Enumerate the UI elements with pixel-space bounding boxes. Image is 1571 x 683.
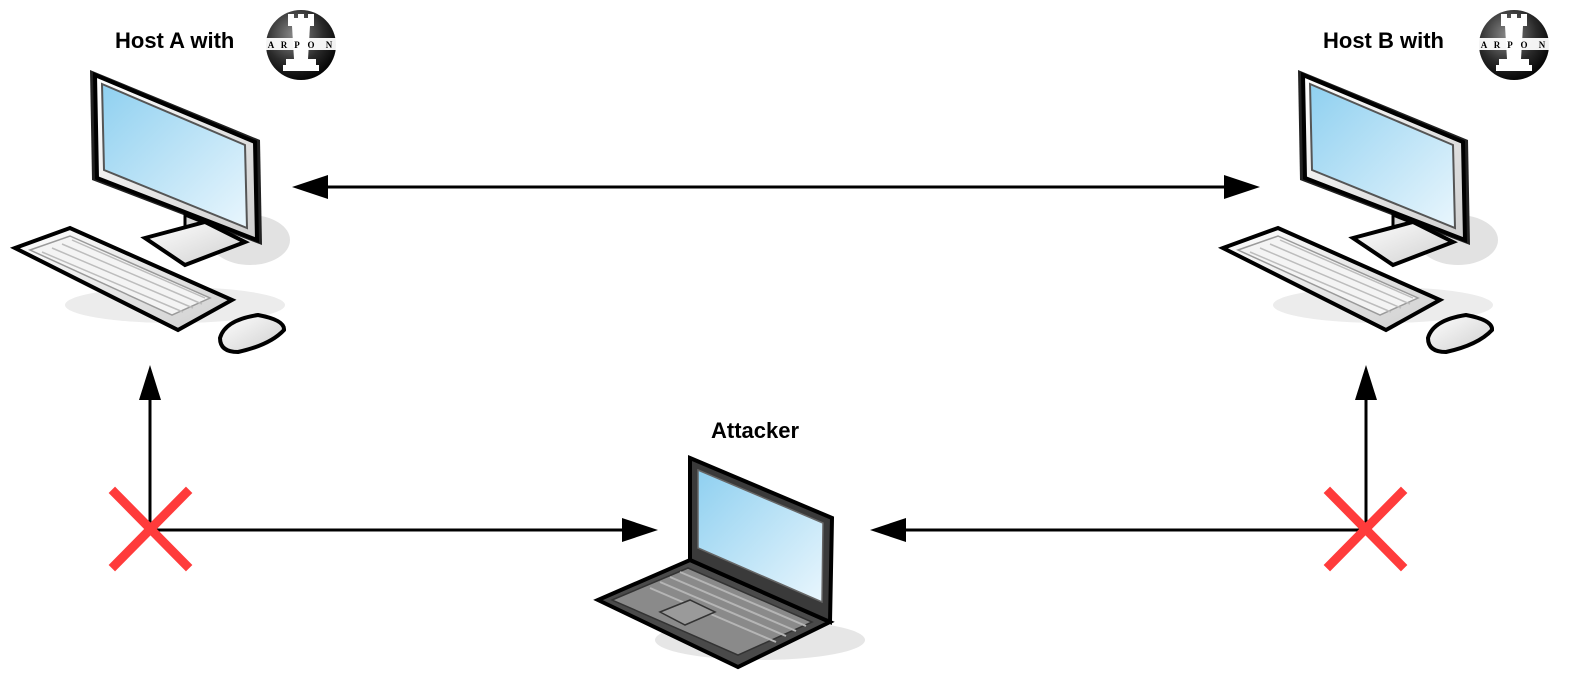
attacker-laptop <box>593 454 865 670</box>
host-b-label: Host B with <box>1323 28 1444 53</box>
red-x-blocked-icon <box>108 486 193 572</box>
logo-letter: P <box>1507 40 1513 50</box>
logo-letter: O <box>307 40 314 50</box>
arrow-right-head <box>1224 175 1260 199</box>
host-a-label: Host A with <box>115 28 235 53</box>
logo-letter: A <box>1481 40 1488 50</box>
host-b-arpon-logo: A R P O N <box>1479 10 1549 80</box>
logo-letter: N <box>326 40 333 50</box>
host-a-blocked-cross <box>108 486 193 572</box>
attacker-label: Attacker <box>711 418 800 443</box>
arrow-left-head <box>292 175 328 199</box>
arrow-up-head <box>139 365 161 400</box>
logo-letter: A <box>268 40 275 50</box>
connections <box>139 175 1377 542</box>
arrow-left-head <box>870 518 906 542</box>
host-a-computer <box>13 68 292 354</box>
logo-letter: P <box>294 40 300 50</box>
host-b-computer <box>1221 68 1500 354</box>
host-b-blocked-cross <box>1323 486 1408 572</box>
arrow-right-head <box>622 518 658 542</box>
logo-letter: R <box>1494 40 1501 50</box>
arrow-up-head <box>1355 365 1377 400</box>
laptop-icon <box>593 454 865 670</box>
red-x-blocked-icon <box>1323 486 1408 572</box>
desktop-computer-icon <box>1221 68 1500 354</box>
desktop-computer-icon <box>13 68 292 354</box>
logo-letter: R <box>281 40 288 50</box>
logo-letter: N <box>1539 40 1546 50</box>
host-a-arpon-logo: A R P O N <box>266 10 336 80</box>
logo-letter: O <box>1520 40 1527 50</box>
